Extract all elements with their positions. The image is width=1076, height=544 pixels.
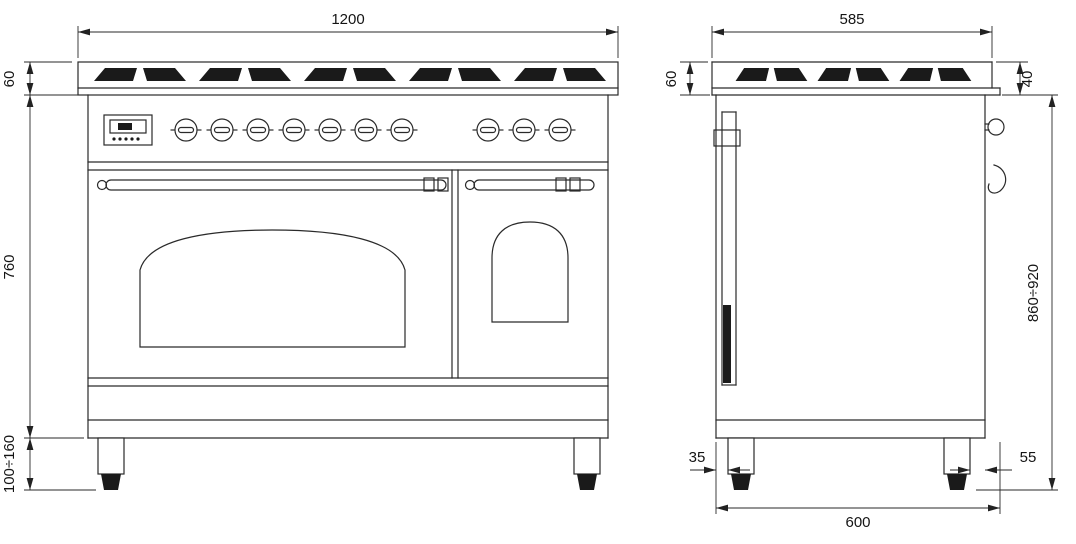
small-oven-handle — [464, 177, 595, 192]
front-burner-grates — [94, 68, 606, 81]
control-knob — [313, 118, 347, 142]
control-knob — [169, 118, 203, 142]
main-oven-handle — [96, 177, 449, 192]
burner-grate — [817, 68, 890, 81]
side-gas-connector — [984, 118, 1007, 194]
dim-label-side-depth-floor: 600 — [845, 514, 870, 531]
front-body-outline — [87, 94, 609, 439]
side-body-outline — [715, 94, 986, 439]
front-oven-knobs — [471, 118, 577, 142]
dim-label-front-body-height: 760 — [1, 254, 18, 279]
dim-label-side-depth: 585 — [839, 11, 864, 28]
front-view: 1200 60 760 100÷160 — [1, 11, 619, 493]
dim-label-side-front-leg-inset: 35 — [689, 449, 706, 466]
front-door-divider — [451, 169, 459, 379]
dim-label-front-width: 1200 — [331, 11, 364, 28]
front-display — [103, 114, 153, 146]
dim-label-side-rear-height: 40 — [1019, 71, 1036, 88]
burner-grate — [735, 68, 808, 81]
side-dimension-lines — [680, 26, 1058, 514]
dim-label-side-rear-leg-inset: 55 — [1020, 449, 1037, 466]
burner-grate — [94, 68, 186, 81]
side-view: 585 60 40 860÷920 35 55 600 — [663, 11, 1058, 531]
front-cooktop — [77, 61, 619, 96]
front-dimension-lines — [24, 26, 619, 491]
front-left-leg — [97, 437, 125, 491]
side-front-leg — [727, 437, 755, 491]
burner-grate — [199, 68, 291, 81]
control-knob — [205, 118, 239, 142]
control-knob — [471, 118, 505, 142]
dim-label-side-overall-height: 860÷920 — [1025, 264, 1042, 322]
side-cooktop — [711, 61, 1001, 96]
burner-grate — [514, 68, 606, 81]
front-burner-knobs — [169, 118, 419, 142]
burner-grate — [409, 68, 501, 81]
control-knob — [241, 118, 275, 142]
front-right-leg — [573, 437, 601, 491]
side-door-profile — [713, 111, 741, 386]
control-knob — [507, 118, 541, 142]
control-knob — [385, 118, 419, 142]
control-knob — [543, 118, 577, 142]
side-rear-leg — [943, 437, 971, 491]
burner-grate — [304, 68, 396, 81]
main-oven-door-window — [139, 229, 406, 348]
control-knob — [349, 118, 383, 142]
control-knob — [277, 118, 311, 142]
burner-grate — [899, 68, 972, 81]
dim-label-side-cooktop-height: 60 — [663, 71, 680, 88]
dim-label-front-cooktop-height: 60 — [1, 71, 18, 88]
side-burner-grates — [735, 68, 972, 81]
dim-label-front-leg-height: 100÷160 — [1, 435, 18, 493]
small-oven-door-window — [491, 221, 569, 323]
